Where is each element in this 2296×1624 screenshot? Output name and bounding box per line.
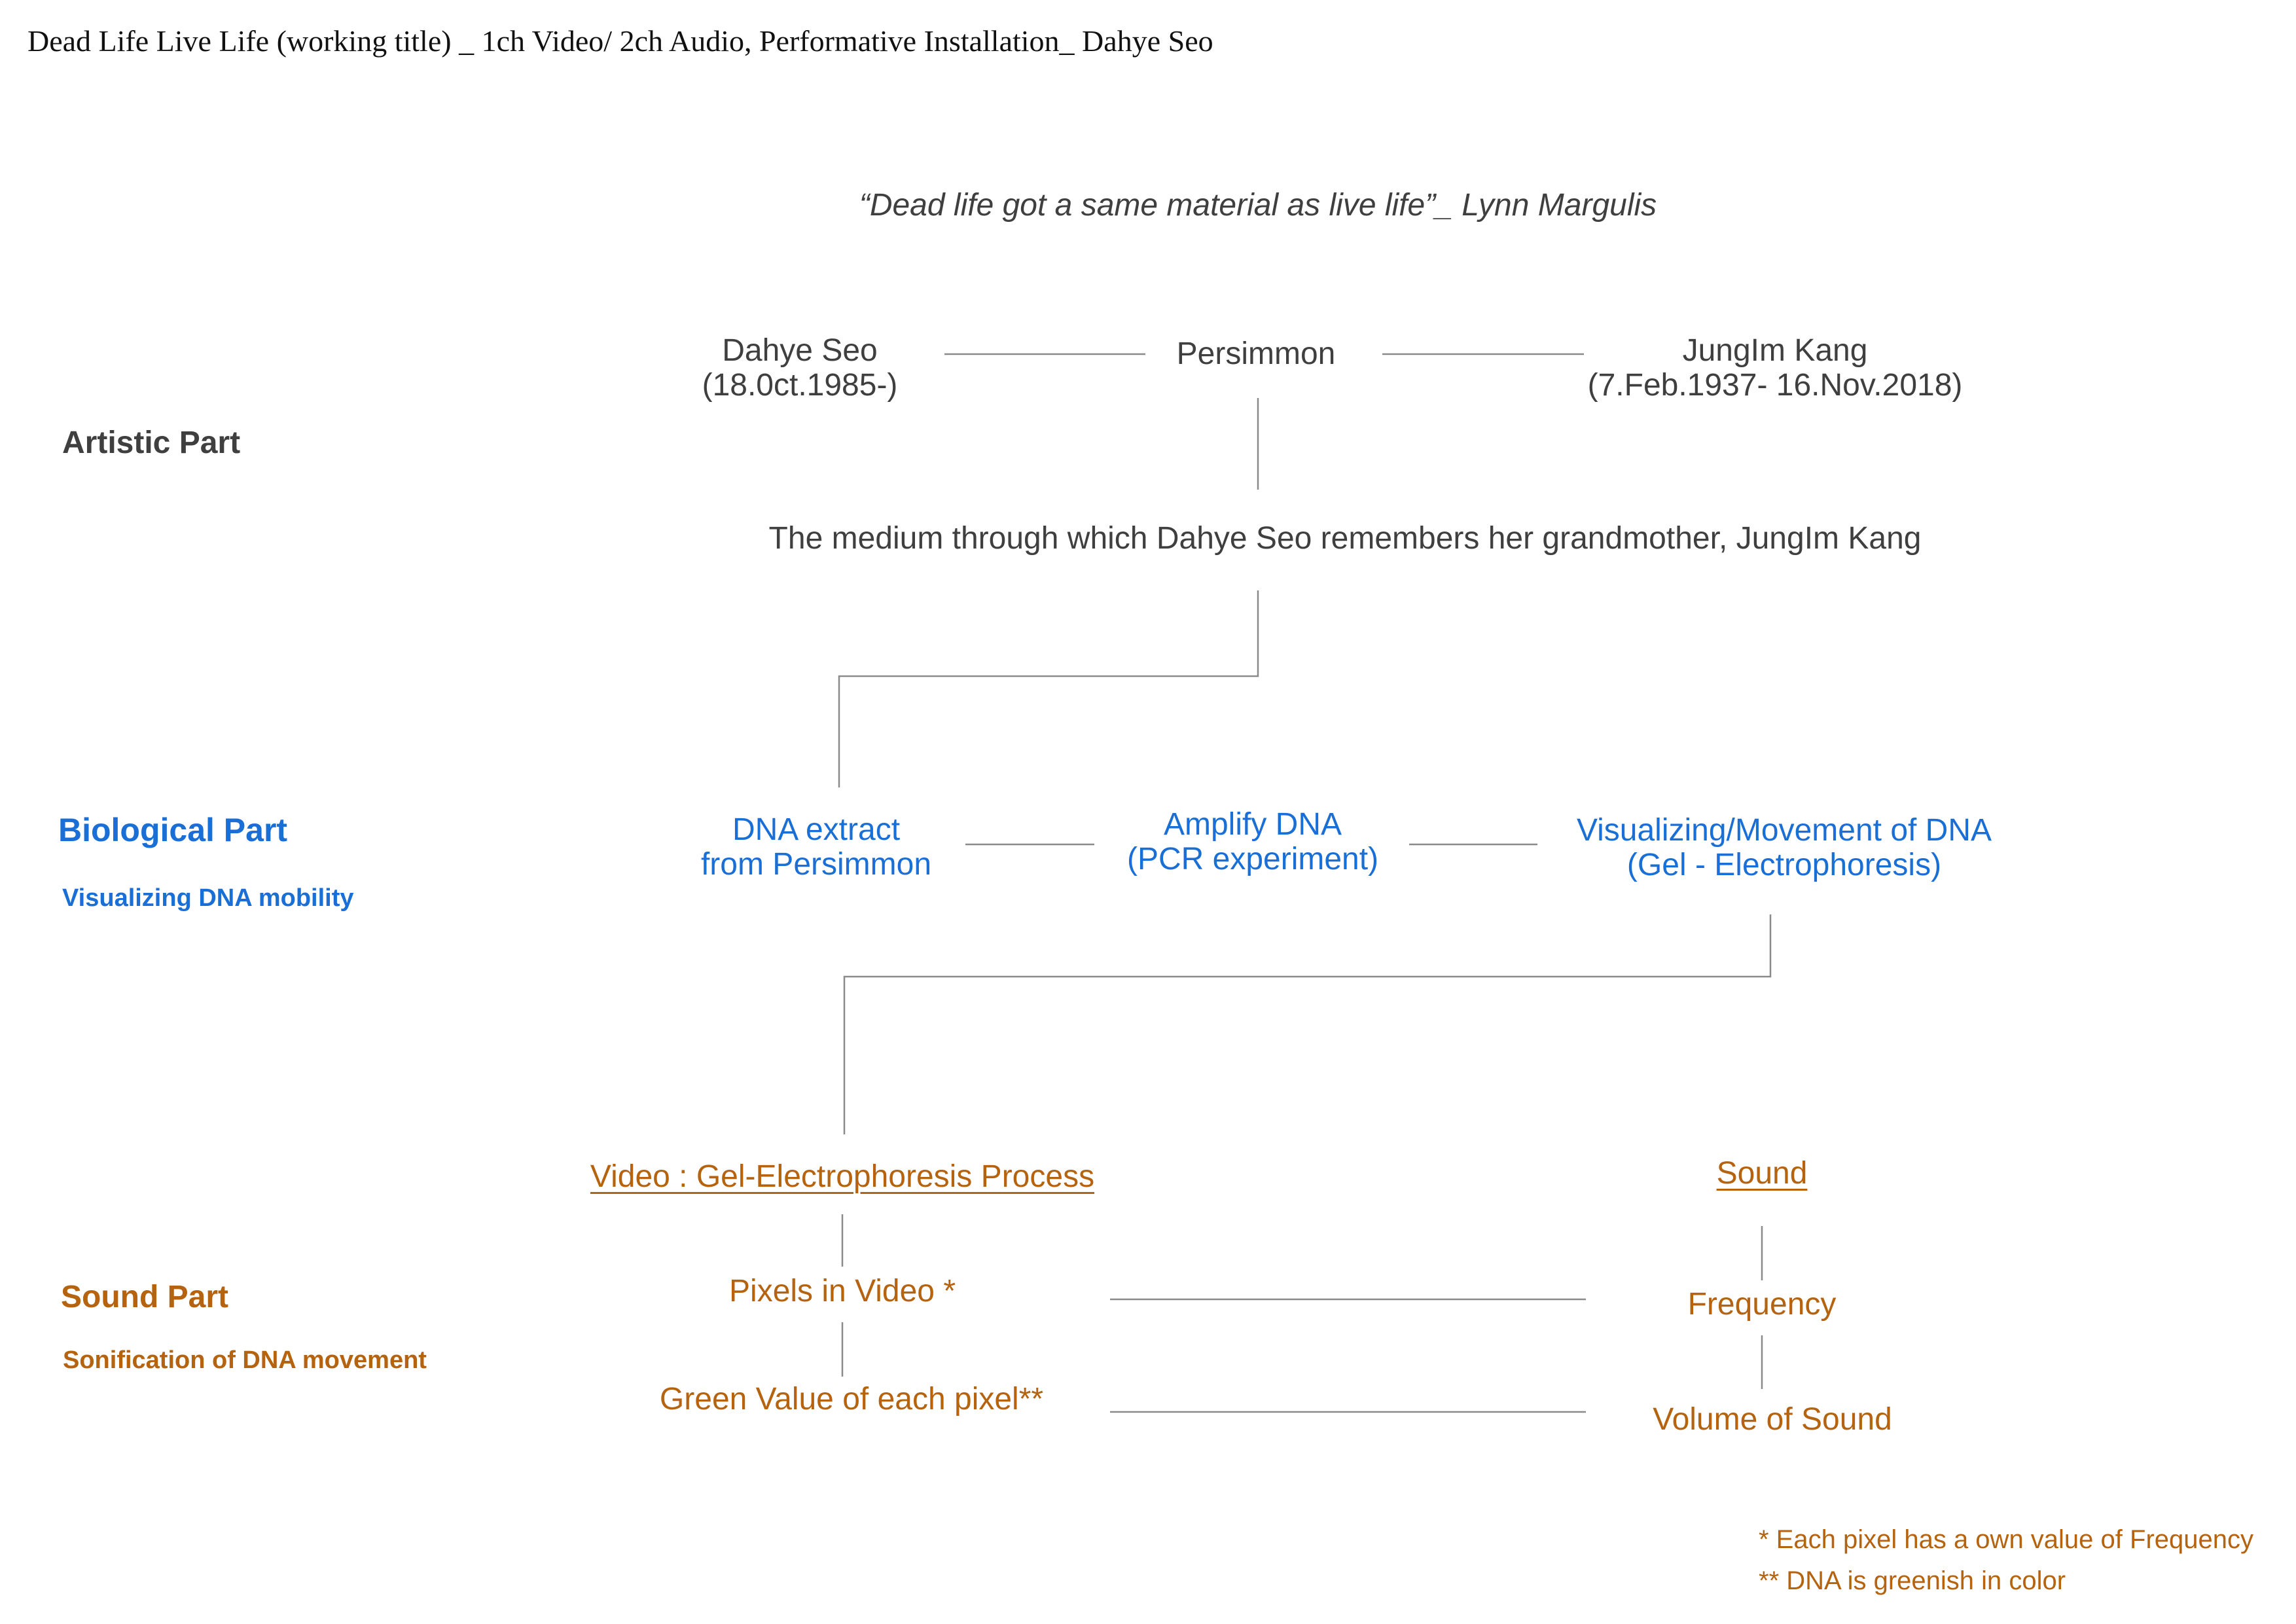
footnote-frequency: * Each pixel has a own value of Frequenc… xyxy=(1759,1525,2253,1554)
node-persimmon: Persimmon xyxy=(1176,336,1336,371)
node-frequency: Frequency xyxy=(1687,1287,1837,1322)
node-volume-of-sound: Volume of Sound xyxy=(1653,1402,1892,1437)
epigraph-quote: “Dead life got a same material as live l… xyxy=(859,188,1657,223)
section-label-biological: Biological Part xyxy=(58,812,288,848)
connector-medium-extract xyxy=(838,590,1259,787)
node-amplify-dna-line2: (PCR experiment) xyxy=(1126,841,1379,876)
node-dna-extract: DNA extract from Persimmon xyxy=(700,812,932,882)
node-pixels-in-video: Pixels in Video * xyxy=(729,1274,956,1308)
node-jungim-kang: JungIm Kang (7.Feb.1937- 16.Nov.2018) xyxy=(1587,333,1963,403)
node-amplify-dna: Amplify DNA (PCR experiment) xyxy=(1126,807,1379,877)
section-label-artistic: Artistic Part xyxy=(62,425,241,460)
node-dahye-seo: Dahye Seo (18.0ct.1985-) xyxy=(702,333,898,403)
node-green-value: Green Value of each pixel** xyxy=(659,1382,1044,1416)
node-amplify-dna-line1: Amplify DNA xyxy=(1163,807,1342,842)
section-label-sound: Sound Part xyxy=(61,1280,229,1314)
node-medium-statement: The medium through which Dahye Seo remem… xyxy=(768,521,1922,556)
section-sublabel-biological: Visualizing DNA mobility xyxy=(62,884,354,912)
section-sublabel-sound: Sonification of DNA movement xyxy=(63,1346,427,1374)
node-dna-extract-line1: DNA extract xyxy=(732,812,901,847)
node-sound: Sound xyxy=(1716,1156,1808,1191)
node-visualizing-dna-line1: Visualizing/Movement of DNA xyxy=(1576,813,1992,848)
node-jungim-kang-name: JungIm Kang xyxy=(1682,333,1868,368)
node-video-process: Video : Gel-Electrophoresis Process xyxy=(590,1159,1095,1194)
footnote-dna-color: ** DNA is greenish in color xyxy=(1759,1566,2066,1595)
page-title: Dead Life Live Life (working title) _ 1c… xyxy=(27,24,1213,58)
node-visualizing-dna: Visualizing/Movement of DNA (Gel - Elect… xyxy=(1576,813,1992,883)
node-visualizing-dna-line2: (Gel - Electrophoresis) xyxy=(1626,847,1942,882)
node-jungim-kang-dates: (7.Feb.1937- 16.Nov.2018) xyxy=(1587,367,1963,403)
node-dahye-seo-name: Dahye Seo xyxy=(722,333,878,368)
node-dahye-seo-dates: (18.0ct.1985-) xyxy=(702,367,898,403)
node-dna-extract-line2: from Persimmon xyxy=(700,846,932,882)
connector-visualize-video xyxy=(843,914,1772,1134)
